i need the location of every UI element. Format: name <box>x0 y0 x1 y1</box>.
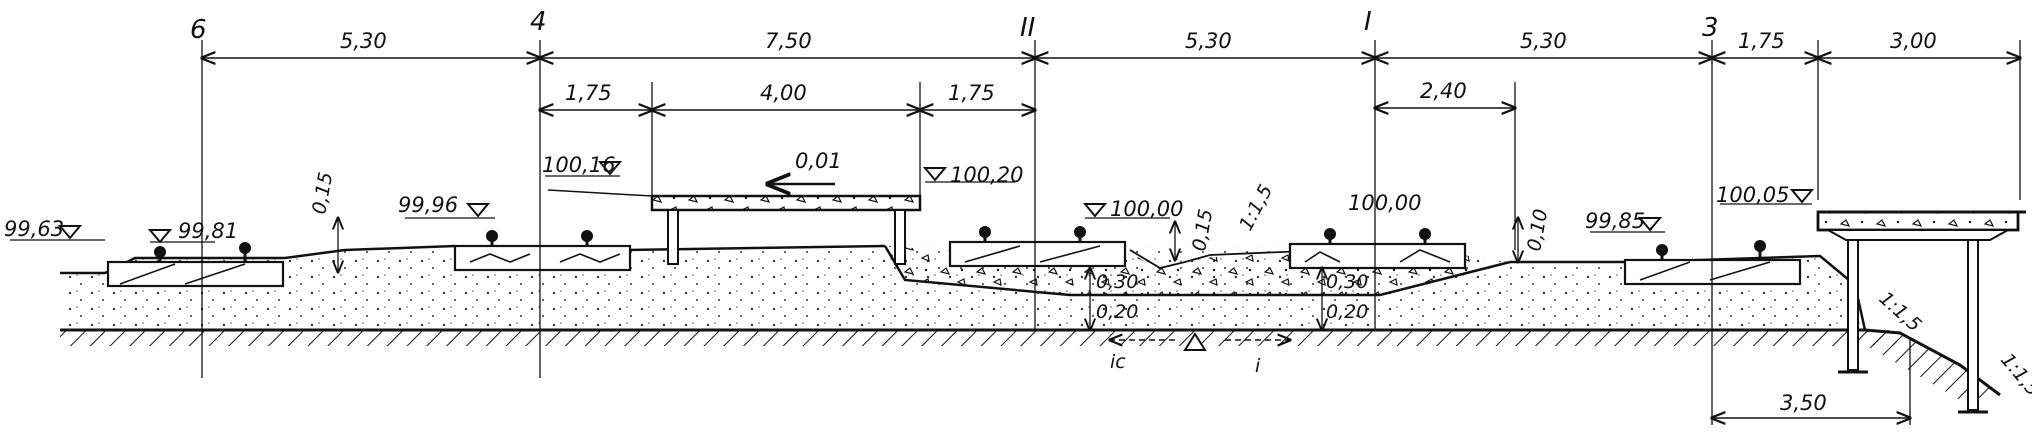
dim-platform-width-low: 4,00 <box>760 81 807 105</box>
elevation-100-20: 100,20 <box>950 163 1023 187</box>
high-platform <box>1816 210 2026 414</box>
slope-trough: 1:1,5 <box>1235 181 1277 234</box>
elevation-99-63: 99,63 <box>4 217 64 241</box>
elevation-99-81: 99,81 <box>178 219 238 243</box>
sleeper-track-II <box>948 240 1127 268</box>
rail-icon <box>239 242 251 262</box>
elevation-99-96: 99,96 <box>398 193 458 217</box>
sleeper-track-4 <box>453 244 632 272</box>
second-dimension-chain <box>540 108 1515 110</box>
drain-mark-right: i <box>1255 355 1261 377</box>
rail-icon <box>979 226 991 242</box>
rail-icon <box>1419 228 1431 244</box>
rail-icon <box>1324 228 1336 244</box>
axis-label-4: 4 <box>530 7 547 37</box>
axis-label-3: 3 <box>1702 13 1719 43</box>
dim-2-40: 2,40 <box>1420 79 1467 103</box>
thickness-0-30-II: 0,30 <box>1096 271 1138 293</box>
axis-label-6: 6 <box>190 15 207 45</box>
thickness-0-20-I: 0,20 <box>1326 301 1368 323</box>
low-platform <box>547 184 922 265</box>
elevation-100-00-I: 100,00 <box>1348 191 1421 215</box>
dim-platform-left: 1,75 <box>565 81 612 105</box>
platform-slope: 0,01 <box>795 149 842 173</box>
drain-mark-left: ic <box>1110 351 1126 373</box>
dim-I-3: 5,30 <box>1520 29 1567 53</box>
sleeper-track-I <box>1288 242 1467 270</box>
bottom-markers <box>1110 332 1910 425</box>
elevation-100-05: 100,05 <box>1716 183 1789 207</box>
rail-icon <box>1656 244 1668 260</box>
axis-label-I: I <box>1364 7 1372 37</box>
elevation-100-16: 100,16 <box>542 153 615 177</box>
elevation-100-00-II: 100,00 <box>1110 197 1183 221</box>
dim-3-50: 3,50 <box>1780 391 1827 415</box>
thickness-0-20-II: 0,20 <box>1096 301 1138 323</box>
axis-lines <box>201 40 2021 425</box>
elevation-99-85: 99,85 <box>1585 209 1645 233</box>
dim-platform-right: 1,75 <box>948 81 995 105</box>
dim-4-II: 7,50 <box>765 29 812 53</box>
axis-label-II: II <box>1020 13 1035 43</box>
rail-icon <box>154 246 166 262</box>
dim-platform-width: 3,00 <box>1890 29 1937 53</box>
thickness-0-15-left: 0,15 <box>308 170 337 215</box>
rail-icon <box>1074 226 1086 242</box>
dim-6-4: 5,30 <box>340 29 387 53</box>
thickness-0-10: 0,10 <box>1523 207 1552 252</box>
elevation-markers <box>10 161 1815 244</box>
thickness-markers <box>338 218 1518 330</box>
dim-3-edge: 1,75 <box>1738 29 1785 53</box>
ground <box>60 328 2001 400</box>
rail-icon <box>1754 240 1766 260</box>
rail-icon <box>581 230 593 246</box>
sleeper-track-6 <box>106 260 285 288</box>
dim-II-I: 5,30 <box>1185 29 1232 53</box>
rail-icon <box>486 230 498 246</box>
thickness-0-30-I: 0,30 <box>1326 271 1368 293</box>
slope-embankment: 1:1,5 <box>1875 287 1926 336</box>
slope-ground: 1:1,5 <box>1996 349 2032 400</box>
rails <box>154 226 1766 262</box>
